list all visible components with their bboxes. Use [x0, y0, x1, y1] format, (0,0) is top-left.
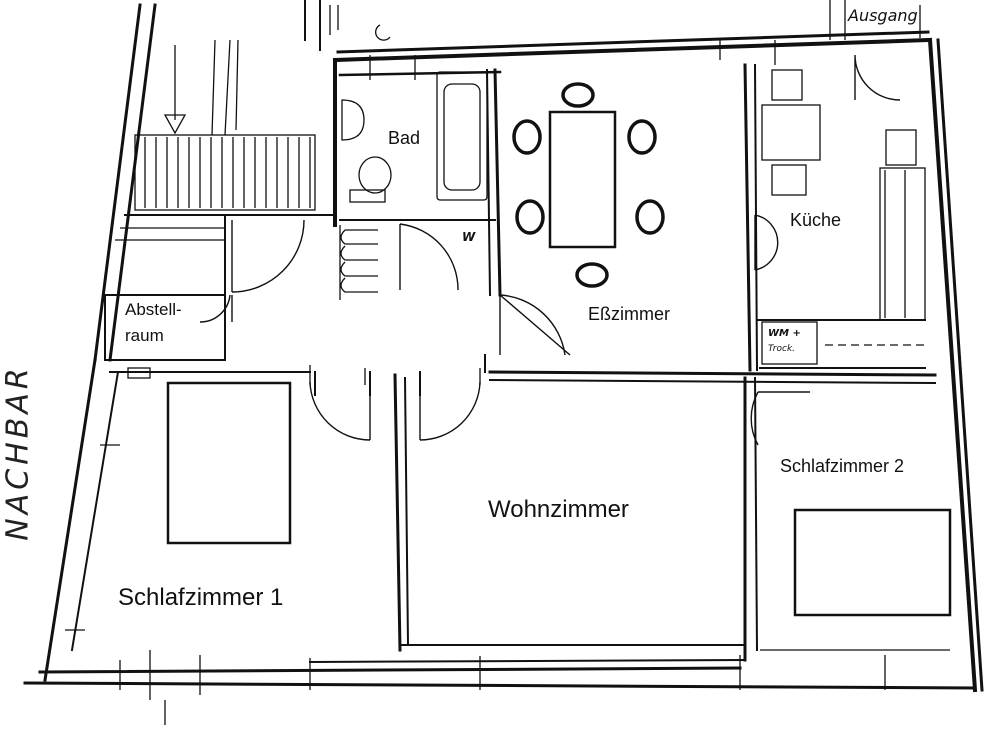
chair — [515, 199, 545, 235]
room-label-bad: Bad — [388, 128, 421, 148]
bathtub — [436, 71, 488, 201]
beds — [127, 367, 952, 617]
room-label-abstellraum-line1: Abstell- — [125, 300, 182, 319]
bed-schlafzimmer-2 — [793, 508, 952, 617]
room-label-esszimmer: Eßzimmer — [588, 304, 670, 324]
label-w-mark: W — [462, 230, 476, 244]
label-nachbar: NACHBAR — [0, 364, 36, 541]
room-label-kueche: Küche — [790, 210, 842, 230]
label-wm-line1: WM + — [768, 328, 801, 339]
tick-marks — [65, 5, 886, 725]
sink — [341, 99, 365, 141]
bathroom-fixtures — [339, 24, 488, 300]
chair — [561, 82, 595, 108]
room-label-schlafzimmer-1: Schlafzimmer 1 — [118, 584, 284, 611]
doors — [199, 54, 901, 446]
toilet — [358, 156, 392, 194]
room-label-schlafzimmer-2: Schlafzimmer 2 — [780, 456, 905, 476]
label-ausgang: Ausgang — [848, 6, 918, 25]
bed-schlafzimmer-1 — [166, 381, 292, 545]
chair — [635, 199, 665, 235]
interior-walls — [104, 63, 950, 662]
chair — [627, 119, 657, 155]
dining-table — [548, 110, 617, 249]
label-wm-line2: Trock. — [768, 344, 796, 354]
stair-area — [115, 39, 336, 241]
outer-walls — [23, 0, 984, 693]
kitchen-fixtures — [761, 69, 926, 365]
room-label-abstellraum-line2: raum — [125, 326, 164, 345]
chair — [512, 119, 542, 155]
dining-set — [512, 82, 665, 288]
chair — [575, 262, 609, 288]
room-label-wohnzimmer: Wohnzimmer — [488, 496, 629, 523]
